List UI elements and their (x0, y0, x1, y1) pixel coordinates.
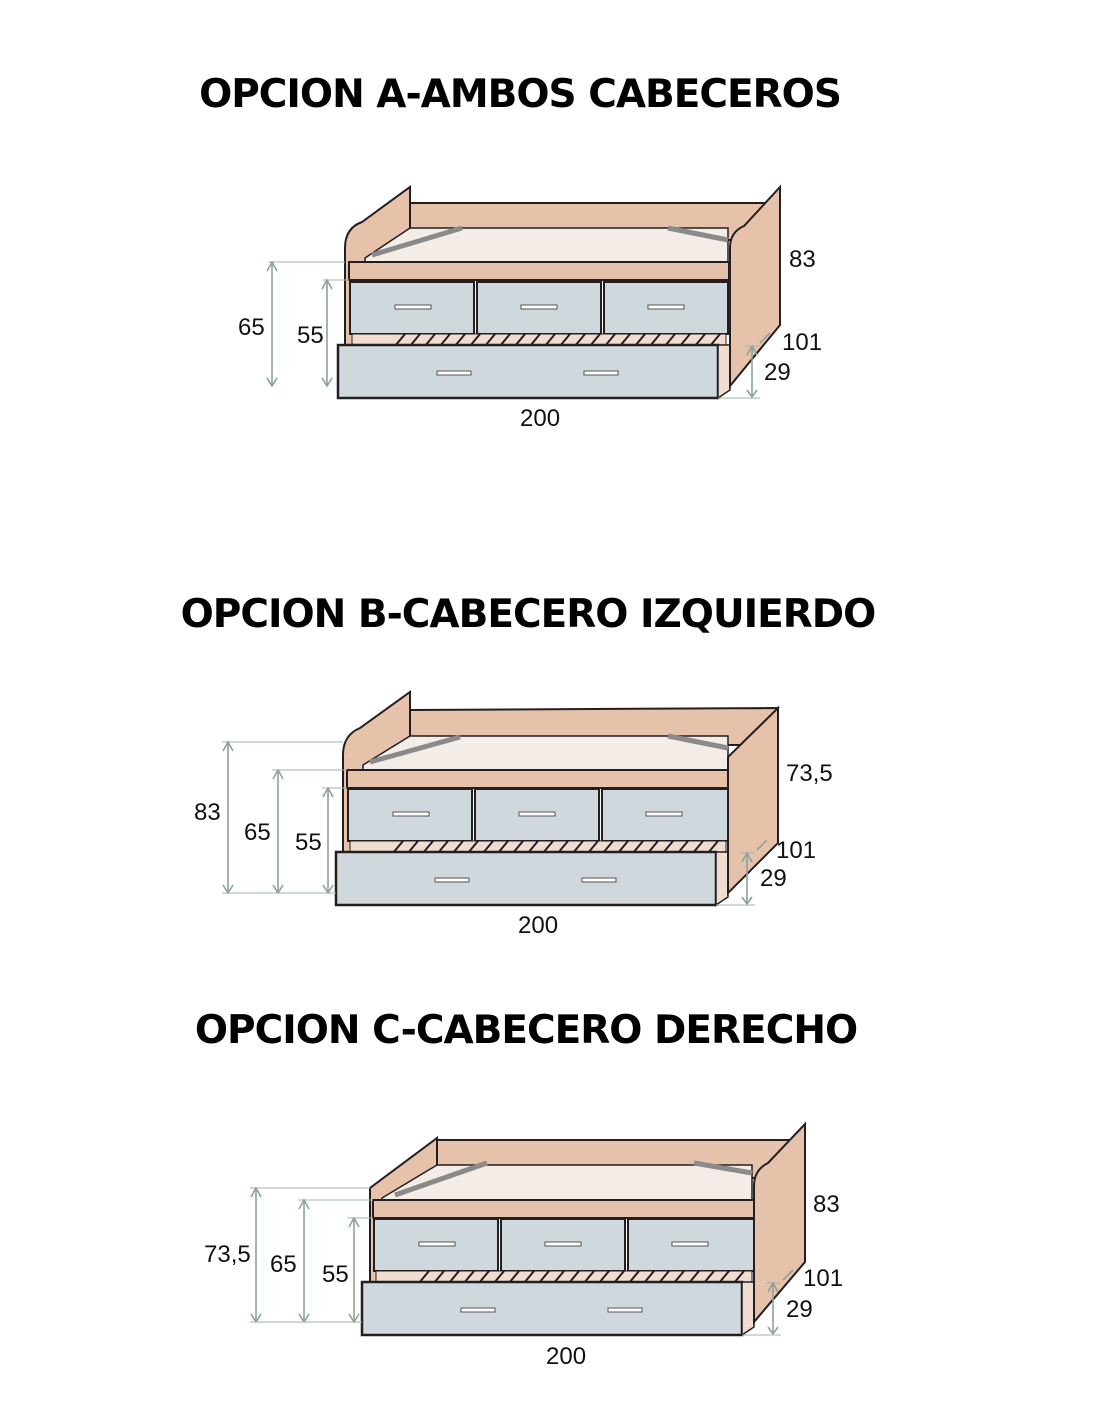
label-83: 83 (789, 246, 816, 273)
drawer-handle-3 (645, 811, 683, 817)
trundle-handle-right (581, 877, 617, 883)
trundle-drawer (336, 343, 720, 400)
mattress (362, 735, 729, 771)
trundle-side (717, 344, 731, 400)
mattress (364, 227, 729, 263)
label-101: 101 (782, 329, 822, 356)
drawer-handle-2 (518, 811, 556, 817)
label-29: 29 (786, 1296, 813, 1323)
label-101: 101 (776, 837, 816, 864)
drawer-handle-1 (394, 304, 432, 310)
trundle-handle-left (434, 877, 470, 883)
mattress-strap-right (667, 733, 729, 751)
label-101: 101 (803, 1265, 843, 1292)
label-83: 83 (194, 799, 221, 826)
trundle-drawer (360, 1280, 744, 1337)
trundle-handle-right (583, 370, 619, 376)
right-footboard (727, 705, 779, 896)
label-65: 65 (244, 819, 271, 846)
label-65: 65 (238, 314, 265, 341)
front-rail (346, 769, 730, 789)
label-55: 55 (295, 829, 322, 856)
option-b-title: OPCION B-CABECERO IZQUIERDO (180, 592, 877, 637)
bed-diagram-option-a: 65 55 83 101 29 200 (238, 184, 822, 432)
label-55: 55 (297, 322, 324, 349)
mattress-strap-left (394, 1160, 488, 1198)
trundle-handle-right (607, 1307, 643, 1313)
mattress-strap-right (693, 1160, 753, 1176)
mattress-strap-left (371, 225, 463, 258)
label-55: 55 (322, 1261, 349, 1288)
drawer-handle-2 (520, 304, 558, 310)
label-200: 200 (520, 405, 560, 432)
front-rail (348, 261, 730, 281)
option-a-title: OPCION A-AMBOS CABECEROS (199, 72, 842, 117)
trundle-handle-left (460, 1307, 496, 1313)
drawer-handle-3 (647, 304, 685, 310)
trundle-drawer (334, 850, 718, 907)
bed-diagram-option-b: 83 65 55 73,5 101 29 200 (194, 690, 833, 939)
label-29: 29 (760, 865, 787, 892)
right-headboard (753, 1121, 806, 1325)
front-rail (372, 1199, 756, 1219)
trundle-side (741, 1281, 755, 1337)
mattress-strap-left (369, 734, 461, 765)
bed-diagram-option-c: 73,5 65 55 83 101 29 200 (204, 1121, 843, 1370)
label-73-5: 73,5 (204, 1241, 251, 1268)
option-c-title: OPCION C-CABECERO DERECHO (194, 1008, 858, 1053)
label-65: 65 (270, 1251, 297, 1278)
label-83: 83 (813, 1191, 840, 1218)
mattress-strap-right (667, 225, 729, 243)
drawer-handle-1 (418, 1241, 456, 1247)
label-29: 29 (764, 359, 791, 386)
label-200: 200 (518, 912, 558, 939)
drawer-handle-1 (392, 811, 430, 817)
drawer-handle-3 (671, 1241, 709, 1247)
drawer-handle-2 (544, 1241, 582, 1247)
trundle-side (715, 851, 729, 907)
label-73-5: 73,5 (786, 760, 833, 787)
label-200: 200 (546, 1343, 586, 1370)
trundle-handle-left (436, 370, 472, 376)
